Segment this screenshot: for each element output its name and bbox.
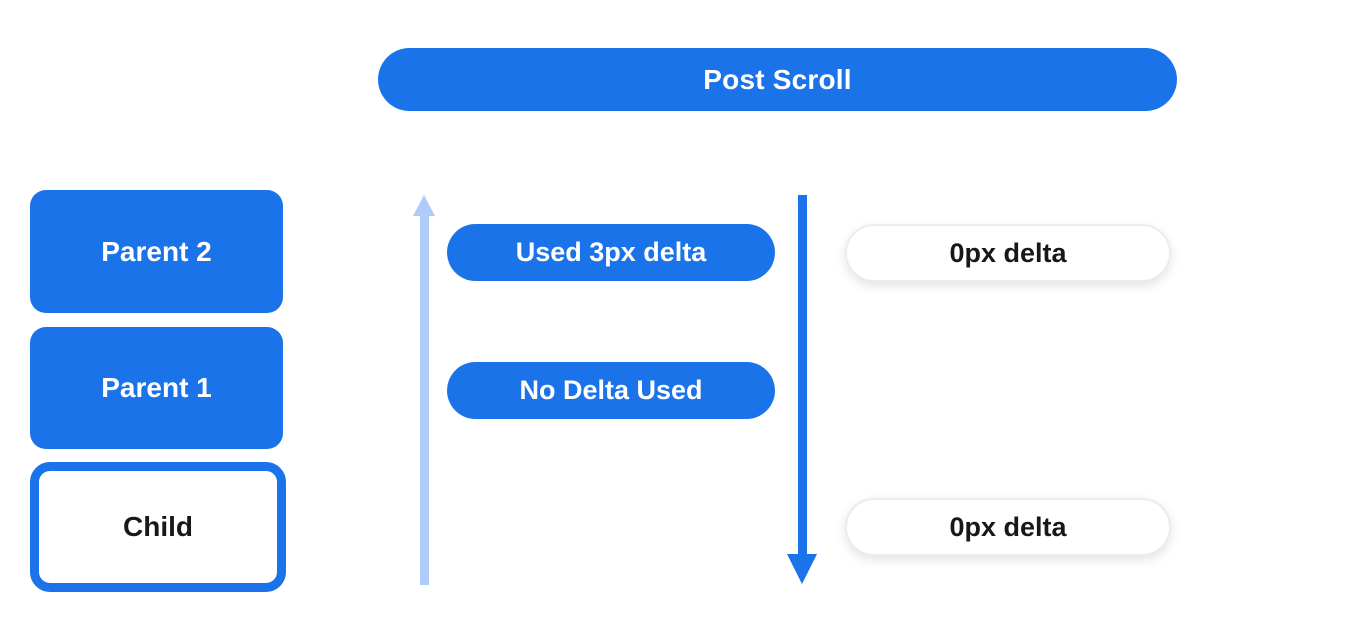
up-arrow-icon <box>413 195 435 216</box>
used-delta-pill: Used 3px delta <box>447 224 775 281</box>
zero-delta-bottom-label: 0px delta <box>949 511 1067 542</box>
parent2-label: Parent 2 <box>101 235 212 267</box>
post-scroll-title: Post Scroll <box>703 63 852 95</box>
used-delta-label: Used 3px delta <box>515 237 707 267</box>
parent2-box: Parent 2 <box>30 190 283 313</box>
parent1-label: Parent 1 <box>101 372 212 403</box>
child-box: Child <box>30 462 286 592</box>
down-arrow-shaft <box>798 195 807 556</box>
no-delta-label: No Delta Used <box>519 375 703 405</box>
zero-delta-top-label: 0px delta <box>949 237 1067 268</box>
up-arrow-shaft <box>420 213 429 585</box>
zero-delta-top-pill: 0px delta <box>845 224 1171 282</box>
no-delta-pill: No Delta Used <box>447 362 775 419</box>
down-arrow-icon <box>787 554 817 584</box>
post-scroll-header: Post Scroll <box>378 48 1177 111</box>
zero-delta-bottom-pill: 0px delta <box>845 498 1171 556</box>
parent1-box: Parent 1 <box>30 327 283 449</box>
child-label: Child <box>123 511 193 542</box>
